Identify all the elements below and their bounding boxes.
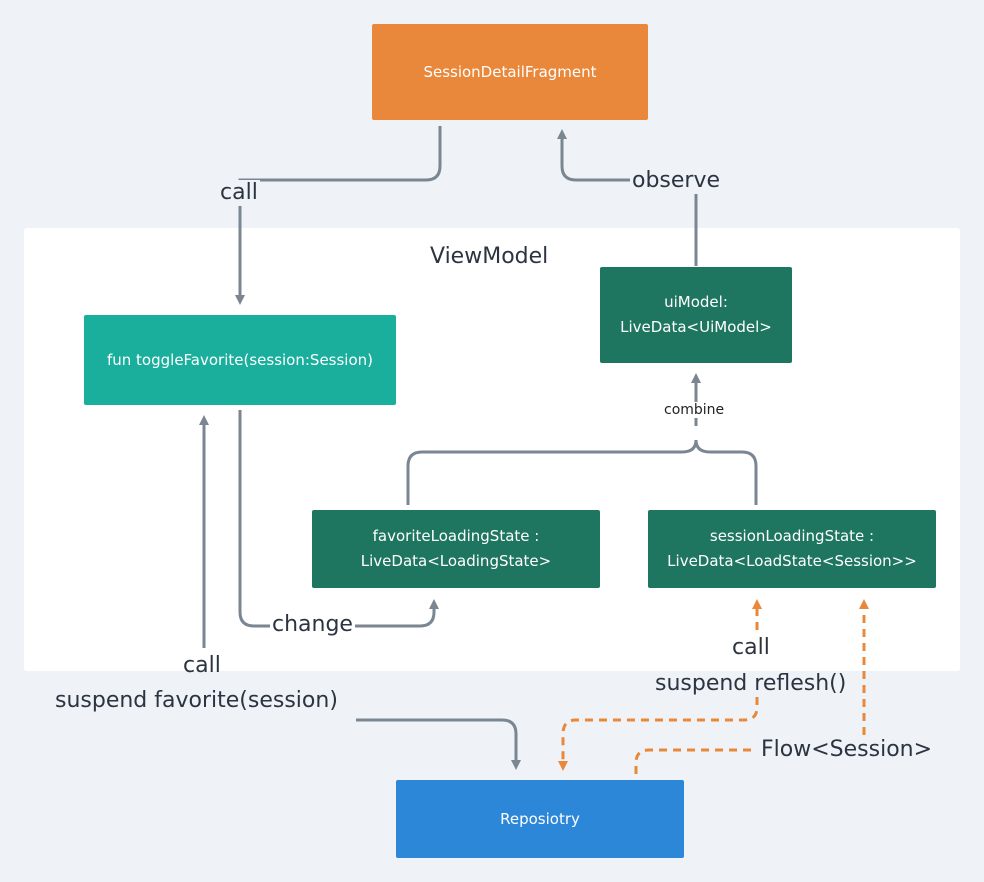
edge-label-call-top: call — [218, 180, 260, 206]
viewmodel-panel — [24, 228, 960, 671]
favorite-loading-state-node[interactable]: favoriteLoadingState : LiveData<LoadingS… — [312, 510, 600, 588]
session-loading-state-node[interactable]: sessionLoadingState : LiveData<LoadState… — [648, 510, 936, 588]
edge-call-fragment-to-toggle — [235, 126, 442, 305]
edge-combine-left — [406, 439, 698, 505]
toggle-favorite-node[interactable]: fun toggleFavorite(session:Session) — [84, 315, 396, 405]
edge-label-suspend-refresh: suspend reflesh() — [655, 671, 847, 696]
ui-model-line1: uiModel: — [664, 293, 728, 311]
session-detail-fragment-label: SessionDetailFragment — [423, 62, 597, 81]
edge-label-observe: observe — [630, 168, 723, 194]
session-loading-state-line1: sessionLoadingState : — [709, 527, 875, 545]
edge-combine-right — [694, 439, 758, 505]
favorite-loading-state-line2: LiveData<LoadingState> — [360, 552, 552, 570]
edge-label-combine: combine — [662, 402, 727, 418]
viewmodel-title: ViewModel — [430, 244, 549, 269]
session-detail-fragment-node[interactable]: SessionDetailFragment — [372, 24, 648, 120]
edge-observe-uimodel-to-fragment — [557, 129, 698, 266]
repository-node[interactable]: Reposiotry — [396, 780, 684, 858]
ui-model-line2: LiveData<UiModel> — [620, 318, 772, 336]
session-loading-state-line2: LiveData<LoadState<Session>> — [667, 552, 917, 570]
edge-label-flow-session: Flow<Session> — [761, 737, 933, 762]
edge-call-to-repository — [356, 718, 521, 770]
edge-label-call-refresh: call — [732, 635, 770, 660]
repository-label: Reposiotry — [500, 809, 580, 828]
ui-model-node[interactable]: uiModel: LiveData<UiModel> — [600, 267, 792, 363]
toggle-favorite-label: fun toggleFavorite(session:Session) — [106, 350, 373, 369]
edge-label-call-favorite: call — [183, 653, 221, 678]
edge-flow-repository-to-session — [634, 748, 757, 774]
edge-refresh-to-repository — [558, 697, 759, 771]
edge-label-change: change — [270, 612, 355, 638]
edge-label-suspend-favorite: suspend favorite(session) — [55, 688, 338, 713]
favorite-loading-state-line1: favoriteLoadingState : — [372, 527, 540, 545]
